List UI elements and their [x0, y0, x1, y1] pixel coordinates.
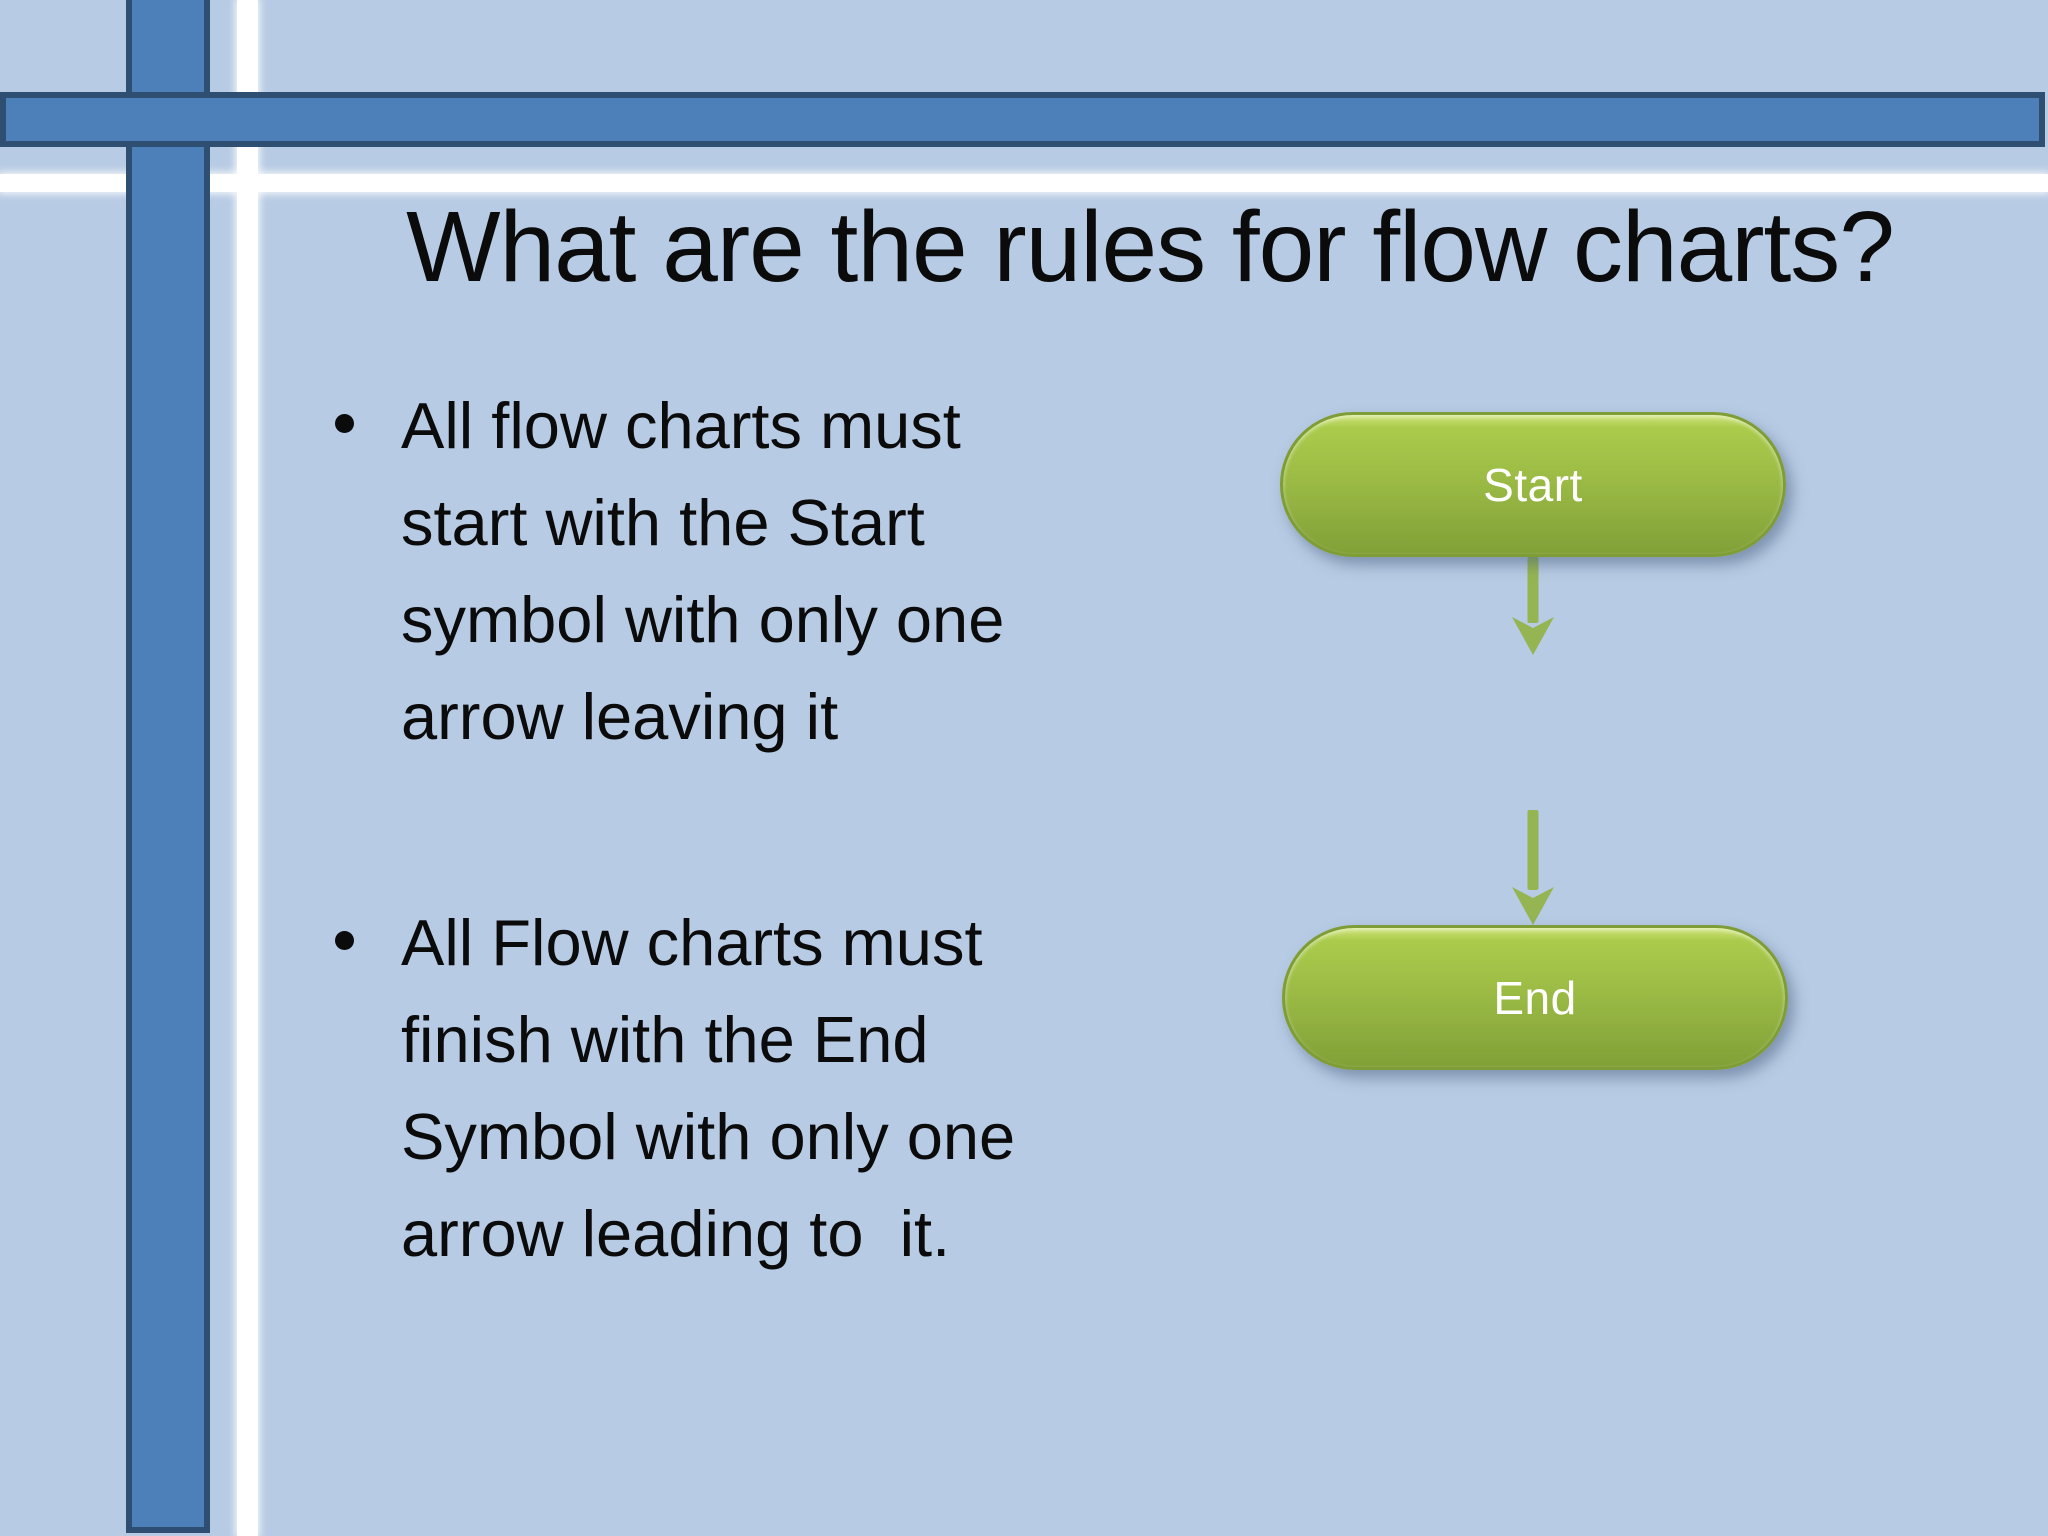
start-node-label: Start — [1483, 458, 1583, 511]
bullet-marker-icon — [335, 414, 354, 433]
bullet-line: All flow charts must — [401, 389, 961, 462]
bullet-line: All Flow charts must — [401, 906, 983, 979]
end-node-label: End — [1493, 971, 1577, 1024]
horizontal-white-stripe — [0, 174, 2048, 192]
bullet-line: finish with the End — [401, 1003, 929, 1076]
bullet-list: All flow charts must start with the Star… — [300, 377, 1250, 1282]
bullet-item: All Flow charts must finish with the End… — [300, 894, 1250, 1282]
vertical-accent-bar — [126, 0, 210, 1533]
flowchart-start-node: Start — [1280, 412, 1786, 557]
flow-arrow-down-icon — [1512, 810, 1554, 925]
bullet-line: arrow leading to it. — [401, 1197, 951, 1270]
bullet-marker-icon — [335, 931, 354, 950]
flow-arrow-down-icon — [1512, 557, 1554, 655]
vertical-white-stripe — [237, 0, 258, 1536]
bullet-item: All flow charts must start with the Star… — [300, 377, 1250, 765]
bullet-line: Symbol with only one — [401, 1100, 1016, 1173]
bullet-line: arrow leaving it — [401, 680, 839, 753]
horizontal-accent-bar — [0, 92, 2045, 147]
bullet-line: symbol with only one — [401, 583, 1005, 656]
slide-title: What are the rules for flow charts? — [406, 191, 1895, 303]
flowchart-end-node: End — [1282, 925, 1788, 1070]
bullet-line: start with the Start — [401, 486, 925, 559]
